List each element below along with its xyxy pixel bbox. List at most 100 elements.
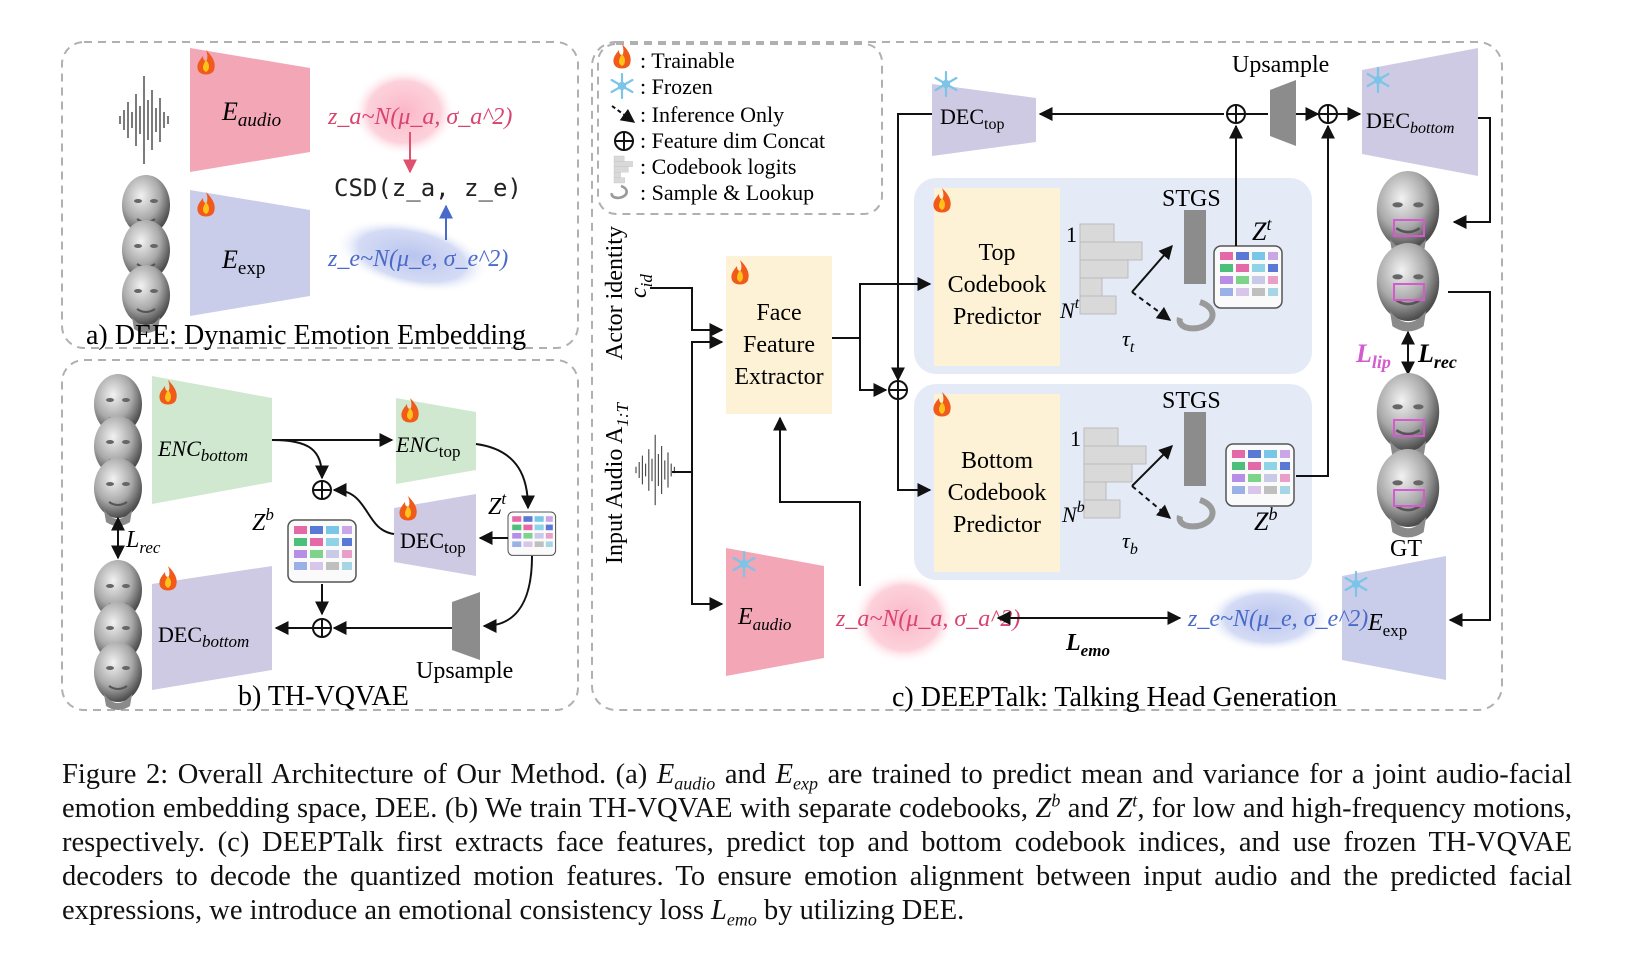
ffe-line-1: Face [756, 300, 801, 326]
legend-trainable: : Trainable [640, 48, 735, 73]
predicted-face-stack [1375, 169, 1441, 333]
zb-sup-c: b [1268, 504, 1277, 524]
caption-e-exp: E [775, 759, 794, 790]
svg-text:Zt: Zt [1252, 214, 1272, 246]
flame-icon [613, 44, 631, 69]
zt-label-c: Z [1252, 217, 1267, 246]
dec-top-c [932, 84, 1036, 156]
bottom-pred-line-3: Predictor [953, 512, 1041, 538]
flame-icon [399, 496, 417, 521]
one-bottom: 1 [1070, 426, 1081, 451]
z-e-distribution-a: z_e~N(μ_e, σ_e^2) [327, 246, 508, 272]
top-pred-line-2: Codebook [948, 272, 1047, 298]
legend-frozen: : Frozen [640, 74, 713, 99]
bottom-pred-line-2: Codebook [948, 480, 1047, 506]
e-exp-c-label: E [1367, 610, 1383, 636]
codebook-logits-icon [613, 155, 633, 184]
svg-text:Eaudio: Eaudio [737, 604, 791, 634]
dec-bottom-b-sub: bottom [202, 632, 249, 651]
csd-label: CSD(z_a, z_e) [334, 174, 522, 202]
figure-caption: Figure 2: Overall Architecture of Our Me… [62, 758, 1573, 930]
legend-inference-only: : Inference Only [640, 102, 784, 127]
stgs-top-bar [1184, 210, 1206, 284]
snowflake-icon [610, 72, 634, 100]
dec-top-c-label: DEC [940, 104, 984, 129]
l-emo: L [1065, 630, 1081, 656]
svg-text:Lrec: Lrec [125, 527, 161, 557]
svg-text:ENCtop: ENCtop [395, 432, 461, 461]
top-pred-line-1: Top [979, 240, 1016, 266]
audio-waveform [119, 75, 169, 165]
ffe-line-2: Feature [743, 332, 815, 358]
caption-part-2: are trained to predict mean and variance… [62, 759, 1573, 824]
codebook-zb-b [287, 519, 357, 583]
svg-text:cid: cid [626, 274, 656, 298]
caption-and-1: and [715, 759, 776, 790]
svg-text:Eexp: Eexp [1367, 610, 1407, 640]
zb-label-b: Z [252, 510, 266, 536]
dec-bottom-c [1362, 48, 1478, 176]
svg-text:Zb: Zb [252, 505, 274, 536]
l-lip: L [1355, 339, 1372, 368]
l-rec-c: L [1417, 339, 1434, 368]
stgs-top: STGS [1162, 186, 1221, 212]
tau-b: τ [1122, 528, 1131, 553]
lip-box-gt-2 [1393, 489, 1425, 507]
n-bottom-sup: b [1077, 499, 1085, 516]
z-a-glow-c [852, 572, 956, 664]
legend: : Trainable : Frozen : Inference Only : … [597, 43, 883, 215]
caption-part-3: , for low and high-frequency motions, re… [62, 793, 1572, 926]
l-rec-b-sub: rec [139, 538, 161, 557]
stgs-bottom: STGS [1162, 388, 1221, 414]
flame-icon [159, 566, 177, 591]
legend-codebook-logits: : Codebook logits [640, 154, 796, 179]
sample-lookup-icon [610, 184, 628, 200]
n-top-sup: t [1075, 295, 1080, 312]
tau-t-sub: t [1130, 339, 1135, 356]
legend-border [597, 43, 883, 215]
svg-text:ENCbottom: ENCbottom [157, 436, 248, 465]
e-audio-c-sub: audio [753, 615, 792, 634]
panel-a-title: a) DEE: Dynamic Emotion Embedding [86, 320, 526, 351]
upsample-b-label: Upsample [416, 658, 513, 684]
legend-feature-concat: : Feature dim Concat [640, 128, 825, 153]
caption-part-1: Figure 2: Overall Architecture of Our Me… [62, 759, 657, 790]
caption-and-2: and [1060, 793, 1117, 824]
gt-face-stack [1375, 371, 1441, 539]
svg-text:Nb: Nb [1061, 499, 1085, 527]
dashed-arrow-icon [611, 105, 636, 123]
caption-zb: Z [1035, 793, 1052, 824]
enc-bottom-label: ENC [157, 436, 201, 461]
zb-label-c: Z [1254, 507, 1269, 536]
caption-part-4: by utilizing DEE. [756, 895, 965, 926]
e-exp-c-sub: exp [1383, 621, 1408, 640]
z-e-distribution-glow [335, 218, 489, 294]
l-rec-b: L [125, 527, 139, 553]
actor-identity-label: Actor identity [602, 226, 628, 360]
dec-bottom-b [152, 566, 272, 690]
dec-top-b-label: DEC [400, 528, 444, 553]
one-top: 1 [1066, 222, 1077, 247]
codebook-zt-c [1213, 245, 1283, 309]
caption-zt-sup: t [1132, 790, 1138, 811]
svg-text:Zb: Zb [1254, 504, 1277, 536]
svg-text:τt: τt [1122, 326, 1135, 356]
panel-c-title: c) DEEPTalk: Talking Head Generation [892, 682, 1337, 713]
panel-a: Eaudio Eexp z_a~N(μ_a, σ_a^2) z_e~N(μ_e,… [61, 41, 579, 351]
e-exp-a-sub: exp [238, 258, 265, 279]
z-a-distribution-c: z_a~N(μ_a, σ_a^2) [835, 606, 1020, 632]
bottom-pred-line-1: Bottom [961, 448, 1033, 474]
dec-bottom-b-label: DEC [158, 622, 202, 647]
enc-bottom [152, 376, 272, 504]
caption-e-exp-sub: exp [793, 773, 818, 794]
caption-lemo-sub: emo [726, 909, 757, 930]
svg-text:DECtop: DECtop [400, 528, 466, 557]
upsample-c-label: Upsample [1232, 52, 1329, 78]
n-bottom: N [1061, 502, 1078, 527]
input-audio-waveform [635, 434, 675, 506]
enc-top-sub: top [439, 442, 461, 461]
svg-text:τb: τb [1122, 528, 1138, 558]
upsample-b [452, 592, 480, 660]
e-audio-encoder-a [190, 48, 310, 172]
e-exp-encoder-a [190, 190, 310, 316]
